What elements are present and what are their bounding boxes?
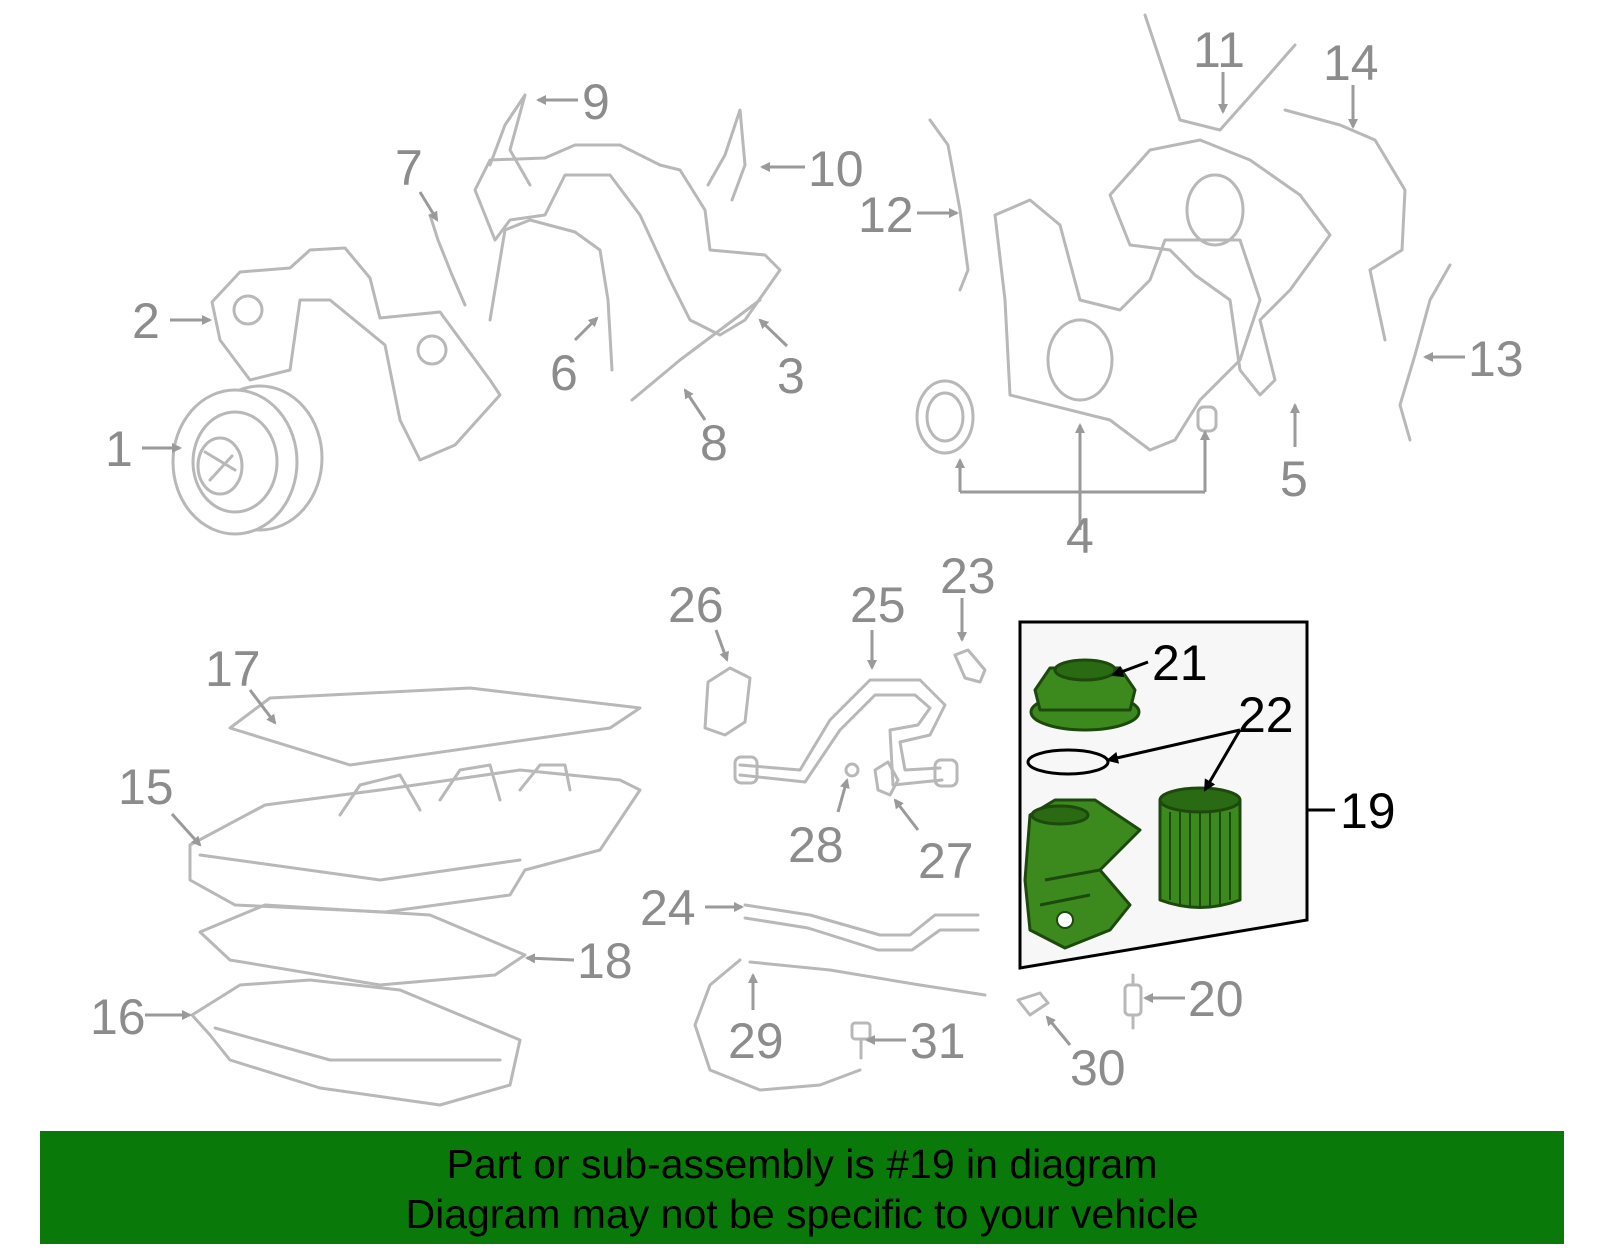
- part-4-cover-and-seal: [915, 198, 1262, 455]
- part-23-fitting: [953, 648, 987, 684]
- callout-2: 2: [132, 293, 160, 349]
- part-31-bolt: [850, 1021, 872, 1060]
- callout-7: 7: [395, 140, 423, 196]
- part-29-dipstick-tube: [693, 958, 987, 1092]
- callout-5: 5: [1280, 451, 1308, 507]
- callout-20: 20: [1188, 971, 1244, 1027]
- banner-line-1: Part or sub-assembly is #19 in diagram: [446, 1141, 1158, 1187]
- part-28-washer: [844, 762, 860, 778]
- part-2-front-cover: [210, 246, 502, 462]
- callout-6: 6: [550, 345, 578, 401]
- callout-23: 23: [940, 548, 996, 604]
- part-30-sensor: [1016, 991, 1050, 1017]
- callout-22: 22: [1238, 687, 1294, 743]
- part-22-filter-element[interactable]: [1158, 786, 1242, 909]
- callout-16: 16: [90, 989, 146, 1045]
- callout-9: 9: [582, 74, 610, 130]
- part-17-gasket: [228, 686, 642, 767]
- part-7-gasket: [428, 213, 467, 307]
- callout-19: 19: [1340, 783, 1396, 839]
- callout-31: 31: [910, 1013, 966, 1069]
- callout-15: 15: [118, 759, 174, 815]
- banner-line-2: Diagram may not be specific to your vehi…: [405, 1191, 1199, 1237]
- info-banner: Part or sub-assembly is #19 in diagram D…: [40, 1131, 1564, 1244]
- callout-28: 28: [788, 817, 844, 873]
- part-12-gasket: [928, 118, 970, 292]
- part-5-upper-housing: [1108, 138, 1332, 397]
- part-10-gasket: [706, 108, 747, 202]
- callout-13: 13: [1468, 331, 1524, 387]
- callout-14: 14: [1323, 35, 1379, 91]
- part-9-gasket: [488, 93, 532, 187]
- part-13-gasket: [1398, 263, 1452, 442]
- callout-4: 4: [1066, 508, 1094, 564]
- part-3-upper-cover: [473, 143, 782, 337]
- callout-3: 3: [777, 348, 805, 404]
- part-25-oil-line: [733, 678, 959, 788]
- part-26-bracket: [703, 666, 752, 737]
- callout-29: 29: [728, 1013, 784, 1069]
- part-24-oil-line: [743, 903, 980, 952]
- callout-8: 8: [700, 415, 728, 471]
- callout-11: 11: [1193, 22, 1245, 78]
- part-6-gasket: [488, 218, 614, 372]
- callout-labels: 1 2 3 4 5 6 7 8 9 10 11 12 13 14 15 16 1…: [90, 22, 1524, 1096]
- callout-10: 10: [808, 141, 864, 197]
- callout-30: 30: [1070, 1040, 1126, 1096]
- callout-17: 17: [205, 641, 261, 697]
- part-27-clip: [873, 760, 900, 797]
- part-20-sensor: [1123, 973, 1143, 1030]
- callout-26: 26: [668, 577, 724, 633]
- callout-25: 25: [850, 577, 906, 633]
- part-15-upper-oil-pan: [188, 763, 642, 914]
- part-19-filter-housing[interactable]: [1023, 798, 1142, 950]
- callout-21: 21: [1152, 635, 1208, 691]
- part-8-gasket: [630, 298, 762, 402]
- part-18-gasket: [198, 903, 527, 987]
- callout-27: 27: [918, 833, 974, 889]
- part-14-gasket: [1283, 108, 1407, 342]
- callout-18: 18: [577, 933, 633, 989]
- part-16-lower-oil-pan: [190, 978, 522, 1107]
- callout-12: 12: [858, 187, 914, 243]
- part-21-filter-cap[interactable]: [1029, 658, 1141, 732]
- leader-lines: [142, 72, 1465, 1046]
- callout-24: 24: [640, 880, 696, 936]
- callout-1: 1: [105, 421, 133, 477]
- part-11-gasket: [1143, 13, 1297, 132]
- part-1-pulley: [171, 384, 324, 536]
